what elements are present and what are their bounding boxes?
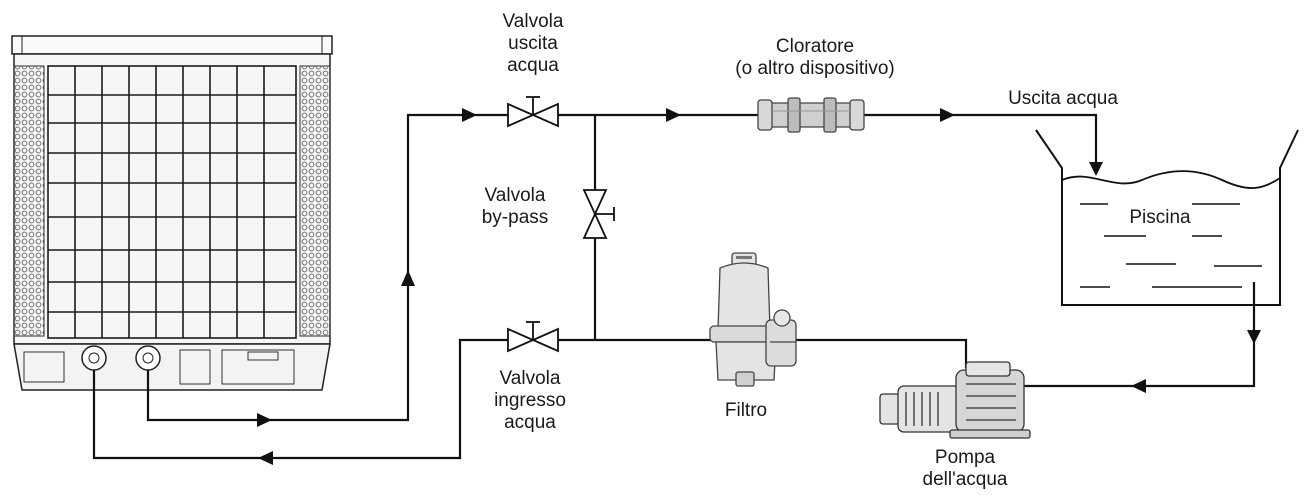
arrow-right-icon: [940, 108, 955, 122]
pump-device: [879, 361, 1031, 439]
flow-arrows: [257, 108, 1261, 465]
pump-label: Pompa dell'acqua: [890, 447, 1040, 491]
arrow-left-icon: [1131, 379, 1146, 393]
water-outlet-connector: [135, 345, 161, 371]
inlet-valve-label-line-2: ingresso: [494, 390, 566, 411]
bypass-valve-label-line-2: by-pass: [481, 207, 549, 228]
water-outlet-label-text: Uscita acqua: [1008, 88, 1118, 109]
arrow-right-icon: [666, 108, 681, 122]
bypass-valve-label-line-1: Valvola: [484, 185, 546, 206]
pool-basin: [1035, 129, 1299, 306]
chlorinator-label-line-1: Cloratore: [775, 36, 855, 57]
pipe-pool-to-pump: [1022, 282, 1256, 388]
inlet-valve-label-line-1: Valvola: [499, 368, 561, 389]
bypass-valve-label: Valvola by-pass: [460, 185, 570, 229]
arrow-right-icon: [257, 413, 272, 427]
water-inlet-connector: [81, 345, 107, 371]
pipe-pump-to-filter: [796, 338, 968, 368]
bypass-valve: [582, 189, 615, 239]
filter-label: Filtro: [696, 400, 796, 422]
outlet-valve-label-line-1: Valvola: [502, 11, 564, 32]
pump-label-line-1: Pompa: [934, 447, 996, 468]
pipe-heatpump-in: [92, 338, 520, 460]
outlet-valve-label: Valvola uscita acqua: [478, 11, 588, 77]
inlet-valve-label: Valvola ingresso acqua: [470, 368, 590, 434]
arrow-right-icon: [462, 108, 477, 122]
pipe-heatpump-out: [146, 113, 520, 422]
water-outlet-label: Uscita acqua: [978, 88, 1148, 110]
arrow-up-icon: [401, 270, 415, 286]
arrow-left-icon: [258, 451, 273, 465]
chlorinator-label: Cloratore (o altro dispositivo): [690, 36, 940, 80]
inlet-valve-label-line-3: acqua: [504, 412, 556, 433]
inlet-valve: [507, 321, 559, 353]
outlet-valve-label-line-2: uscita: [508, 33, 558, 54]
heat-pump-unit: [11, 35, 333, 391]
arrow-down-icon: [1247, 330, 1261, 344]
pipe-to-pool: [862, 113, 1098, 168]
outlet-valve: [507, 96, 559, 128]
chlorinator-label-line-2: (o altro dispositivo): [735, 58, 895, 79]
fan-grille: [47, 65, 297, 339]
filter-device: [709, 252, 797, 387]
outlet-valve-label-line-3: acqua: [507, 55, 559, 76]
pool-label: Piscina: [1110, 207, 1210, 229]
chlorinator-device: [757, 97, 865, 133]
water-ripples: [1080, 203, 1262, 288]
pump-label-line-2: dell'acqua: [922, 469, 1008, 490]
filter-label-text: Filtro: [724, 400, 768, 421]
arrow-down-icon: [1089, 162, 1103, 176]
pool-label-text: Piscina: [1129, 207, 1191, 228]
